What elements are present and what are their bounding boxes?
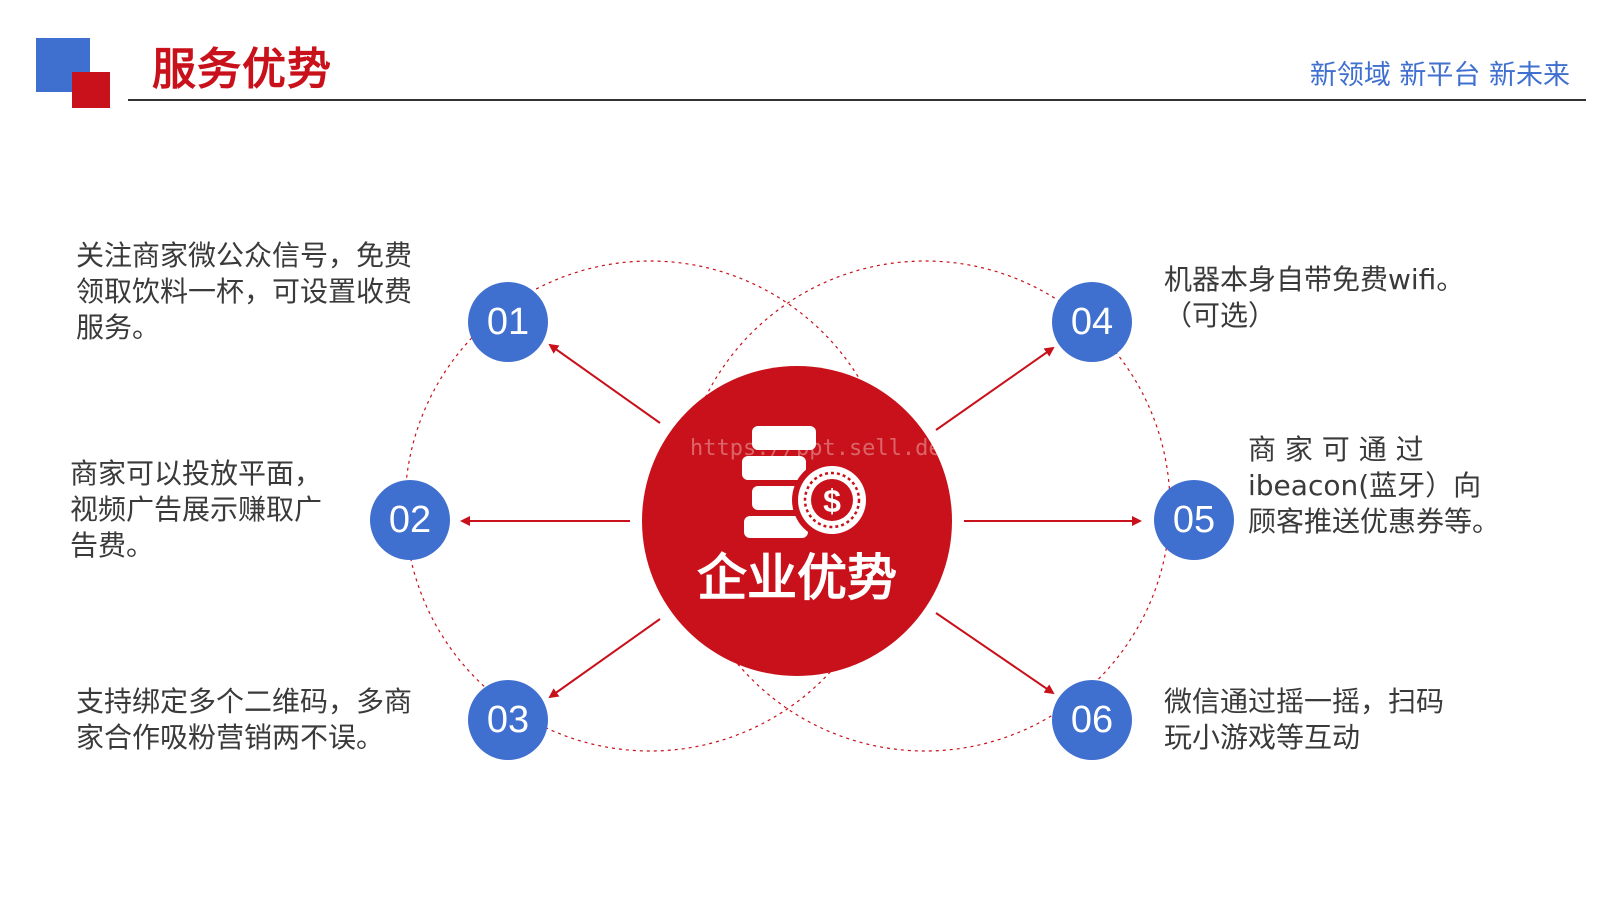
desc-line: 顾客推送优惠券等。 — [1248, 505, 1501, 538]
badge-number: 05 — [1172, 498, 1216, 541]
coin-stack-dollar-icon: $ — [742, 426, 872, 540]
desc-line: 商 家 可 通 过 — [1248, 433, 1424, 466]
item-06-description: 微信通过摇一摇，扫码 玩小游戏等互动 — [1164, 684, 1444, 756]
desc-line: 玩小游戏等互动 — [1164, 721, 1361, 754]
item-01-description: 关注商家微公众信号，免费 领取饮料一杯，可设置收费 服务。 — [76, 238, 412, 346]
badge-number: 06 — [1070, 698, 1114, 741]
badge-05: 05 — [1154, 480, 1234, 560]
desc-line: 机器本身自带免费wifi。 — [1164, 263, 1465, 296]
desc-line: 告费。 — [70, 529, 155, 562]
page-title: 服务优势 — [152, 44, 332, 95]
badge-04: 04 — [1052, 282, 1132, 362]
desc-line: 领取饮料一杯，可设置收费 — [76, 275, 413, 308]
badge-number: 04 — [1070, 300, 1114, 343]
item-02-description: 商家可以投放平面， 视频广告展示赚取广 告费。 — [70, 456, 322, 564]
item-04-description: 机器本身自带免费wifi。 （可选） — [1164, 262, 1464, 334]
item-05-description: 商 家 可 通 过 ibeacon(蓝牙）向 顾客推送优惠券等。 — [1248, 432, 1510, 540]
desc-line: 支持绑定多个二维码，多商 — [76, 685, 413, 718]
title-divider — [128, 99, 1586, 101]
watermark-text: https://ppt.sell.de — [690, 436, 942, 461]
arrow-03 — [548, 618, 661, 699]
desc-line: （可选） — [1164, 299, 1277, 332]
logo-red-square — [72, 72, 110, 108]
badge-number: 01 — [486, 300, 530, 343]
badge-03: 03 — [468, 680, 548, 760]
slogan: 新领域 新平台 新未来 — [1309, 60, 1570, 91]
badge-01: 01 — [468, 282, 548, 362]
svg-text:$: $ — [823, 483, 841, 519]
desc-line: ibeacon(蓝牙）向 — [1248, 469, 1482, 502]
badge-number: 03 — [486, 698, 530, 741]
badge-number: 02 — [388, 498, 432, 541]
desc-line: 微信通过摇一摇，扫码 — [1164, 685, 1445, 718]
item-03-description: 支持绑定多个二维码，多商 家合作吸粉营销两不误。 — [76, 684, 412, 756]
desc-line: 家合作吸粉营销两不误。 — [76, 721, 385, 754]
arrow-01 — [548, 343, 661, 424]
badge-06: 06 — [1052, 680, 1132, 760]
desc-line: 视频广告展示赚取广 — [70, 493, 323, 526]
badge-02: 02 — [370, 480, 450, 560]
center-label: 企业优势 — [697, 549, 897, 607]
arrow-06 — [935, 612, 1055, 695]
arrow-04 — [935, 346, 1055, 431]
desc-line: 商家可以投放平面， — [70, 457, 323, 490]
desc-line: 服务。 — [76, 311, 161, 344]
desc-line: 关注商家微公众信号，免费 — [76, 239, 413, 272]
